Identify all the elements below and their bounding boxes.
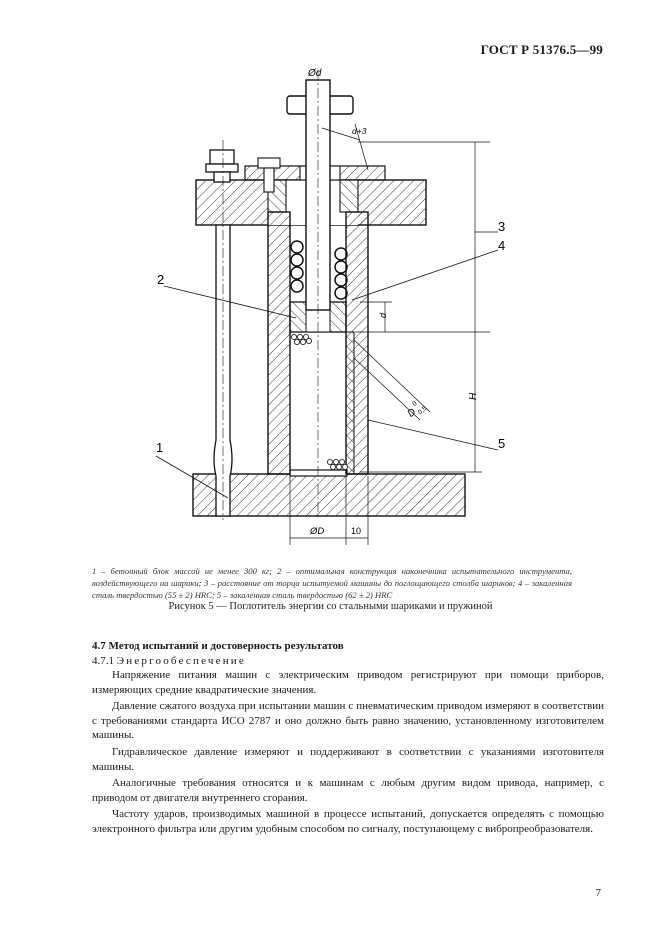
label-tolerance-sup: 0 xyxy=(411,400,419,408)
body-text: Напряжение питания машин с электрическим… xyxy=(92,668,604,839)
paragraph: Частоту ударов, производимых машиной в п… xyxy=(92,808,604,835)
test-rod xyxy=(286,70,354,520)
label-dim-H: H xyxy=(468,392,479,400)
callout-2: 2 xyxy=(157,272,164,287)
paragraph: Давление сжатого воздуха при испытании м… xyxy=(92,700,604,742)
label-dia-D: ØD xyxy=(309,526,324,537)
subsection-title: Энергообеспечение xyxy=(116,655,246,667)
hardened-sleeve xyxy=(345,331,355,475)
section-heading: 4.7 Метод испытаний и достоверность резу… xyxy=(92,640,344,652)
callout-leaders xyxy=(155,231,499,499)
callout-4: 4 xyxy=(498,238,505,253)
paragraph: Гидравлическое давление измеряют и подде… xyxy=(92,745,604,773)
label-dia-d: Ød xyxy=(307,68,322,79)
concrete-block xyxy=(192,469,466,517)
tie-bolt xyxy=(205,140,239,520)
subsection-number: 4.7.1 xyxy=(92,655,114,667)
technical-drawing: Ød d+3 d H ØD 10 D 0,5 0 1 2 3 4 5 xyxy=(0,60,661,560)
label-tolerance-D: D xyxy=(406,407,419,420)
dimension-lines xyxy=(289,79,490,545)
paragraph: Аналогичные требования относятся и к маш… xyxy=(92,777,604,804)
subsection-heading: 4.7.1 Энергообеспечение xyxy=(92,655,246,667)
figure-notes: 1 – бетонный блок массой не менее 300 кг… xyxy=(92,566,572,600)
spring xyxy=(290,240,348,300)
callout-5: 5 xyxy=(498,436,505,451)
small-nut xyxy=(257,157,281,193)
label-dim-10: 10 xyxy=(351,526,361,536)
label-d-plus-3: d+3 xyxy=(352,126,367,136)
callout-3: 3 xyxy=(498,219,505,234)
page-number: 7 xyxy=(595,887,602,899)
label-dim-d: d xyxy=(378,312,388,318)
steel-balls xyxy=(290,333,348,470)
callout-1: 1 xyxy=(156,440,163,455)
label-tolerance-sub: 0,5 xyxy=(417,405,429,416)
figure-title: Рисунок 5 — Поглотитель энергии со сталь… xyxy=(168,601,493,612)
document-code: ГОСТ Р 51376.5—99 xyxy=(480,42,603,57)
paragraph: Напряжение питания машин с электрическим… xyxy=(92,669,604,696)
